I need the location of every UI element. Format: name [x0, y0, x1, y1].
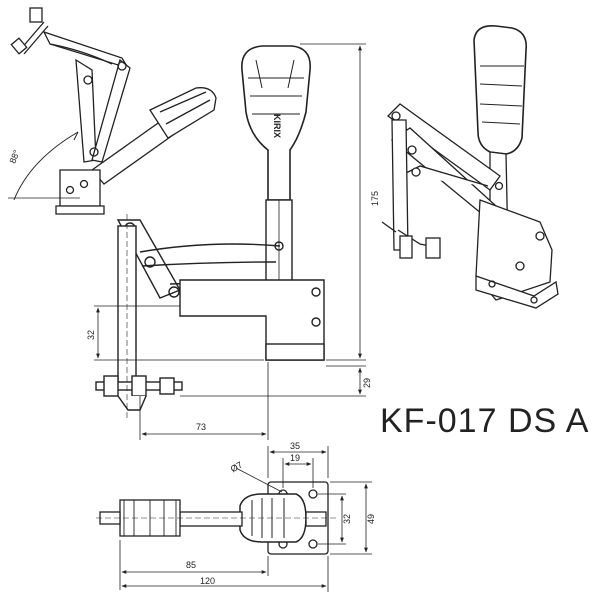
dim-35: 35 — [290, 441, 300, 451]
plan-view-dimensions — [119, 446, 372, 592]
dim-hole-dia: Ø7 — [229, 460, 244, 475]
isometric-view — [381, 24, 559, 309]
dim-120: 120 — [200, 576, 215, 586]
angle-dim-label: 88° — [7, 148, 22, 165]
dim-19: 19 — [290, 453, 300, 463]
dim-32-plan: 32 — [342, 514, 352, 524]
dim-49: 49 — [366, 514, 376, 524]
side-view-dimensions — [94, 43, 366, 440]
dim-73: 73 — [196, 422, 206, 432]
dim-85: 85 — [186, 560, 196, 570]
dim-32-side: 32 — [86, 330, 96, 340]
side-view — [95, 45, 325, 420]
plan-view — [96, 481, 338, 555]
open-position-view — [8, 7, 217, 215]
dim-29: 29 — [362, 378, 372, 388]
brand-label: KIRIX — [272, 114, 282, 138]
model-title: KF-017 DS A — [380, 402, 590, 440]
dim-175: 175 — [370, 191, 380, 206]
